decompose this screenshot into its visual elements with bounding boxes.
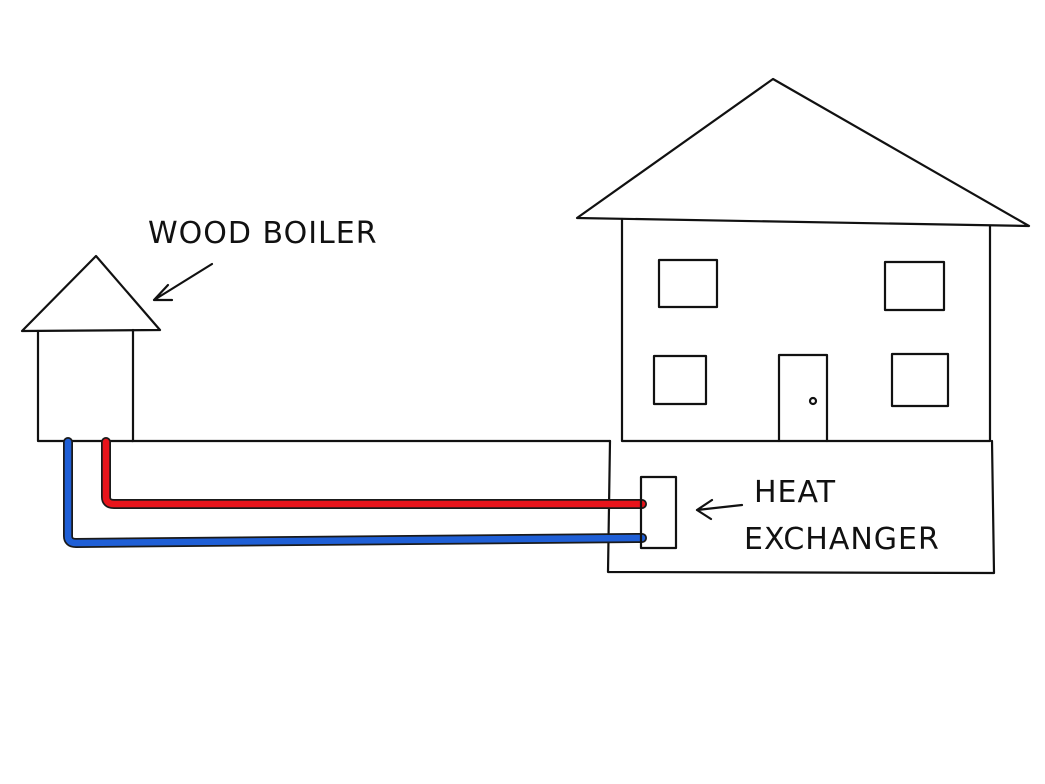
house-door bbox=[777, 353, 829, 443]
hot-pipe bbox=[102, 438, 646, 508]
arrow-icon bbox=[695, 498, 744, 521]
door-knob bbox=[808, 396, 818, 406]
boiler-label: WOOD BOILER bbox=[148, 216, 378, 251]
house-walls bbox=[620, 217, 992, 443]
arrow-icon bbox=[152, 262, 214, 302]
cold-pipe-outline bbox=[63, 437, 647, 548]
pipes bbox=[63, 437, 647, 548]
house-window bbox=[883, 260, 946, 312]
house-roof bbox=[575, 77, 1031, 228]
house-window bbox=[657, 258, 719, 309]
house-window bbox=[652, 354, 708, 406]
heat-exchanger bbox=[639, 475, 678, 550]
exchanger-label-line1: HEAT bbox=[754, 475, 836, 510]
house-window bbox=[890, 352, 950, 408]
hot-pipe-outline bbox=[101, 437, 647, 509]
exchanger-label-line2: EXCHANGER bbox=[744, 522, 940, 557]
wood-boiler bbox=[20, 254, 162, 443]
boiler-roof bbox=[20, 254, 162, 333]
boiler-body bbox=[36, 328, 135, 443]
cold-pipe bbox=[64, 438, 646, 547]
